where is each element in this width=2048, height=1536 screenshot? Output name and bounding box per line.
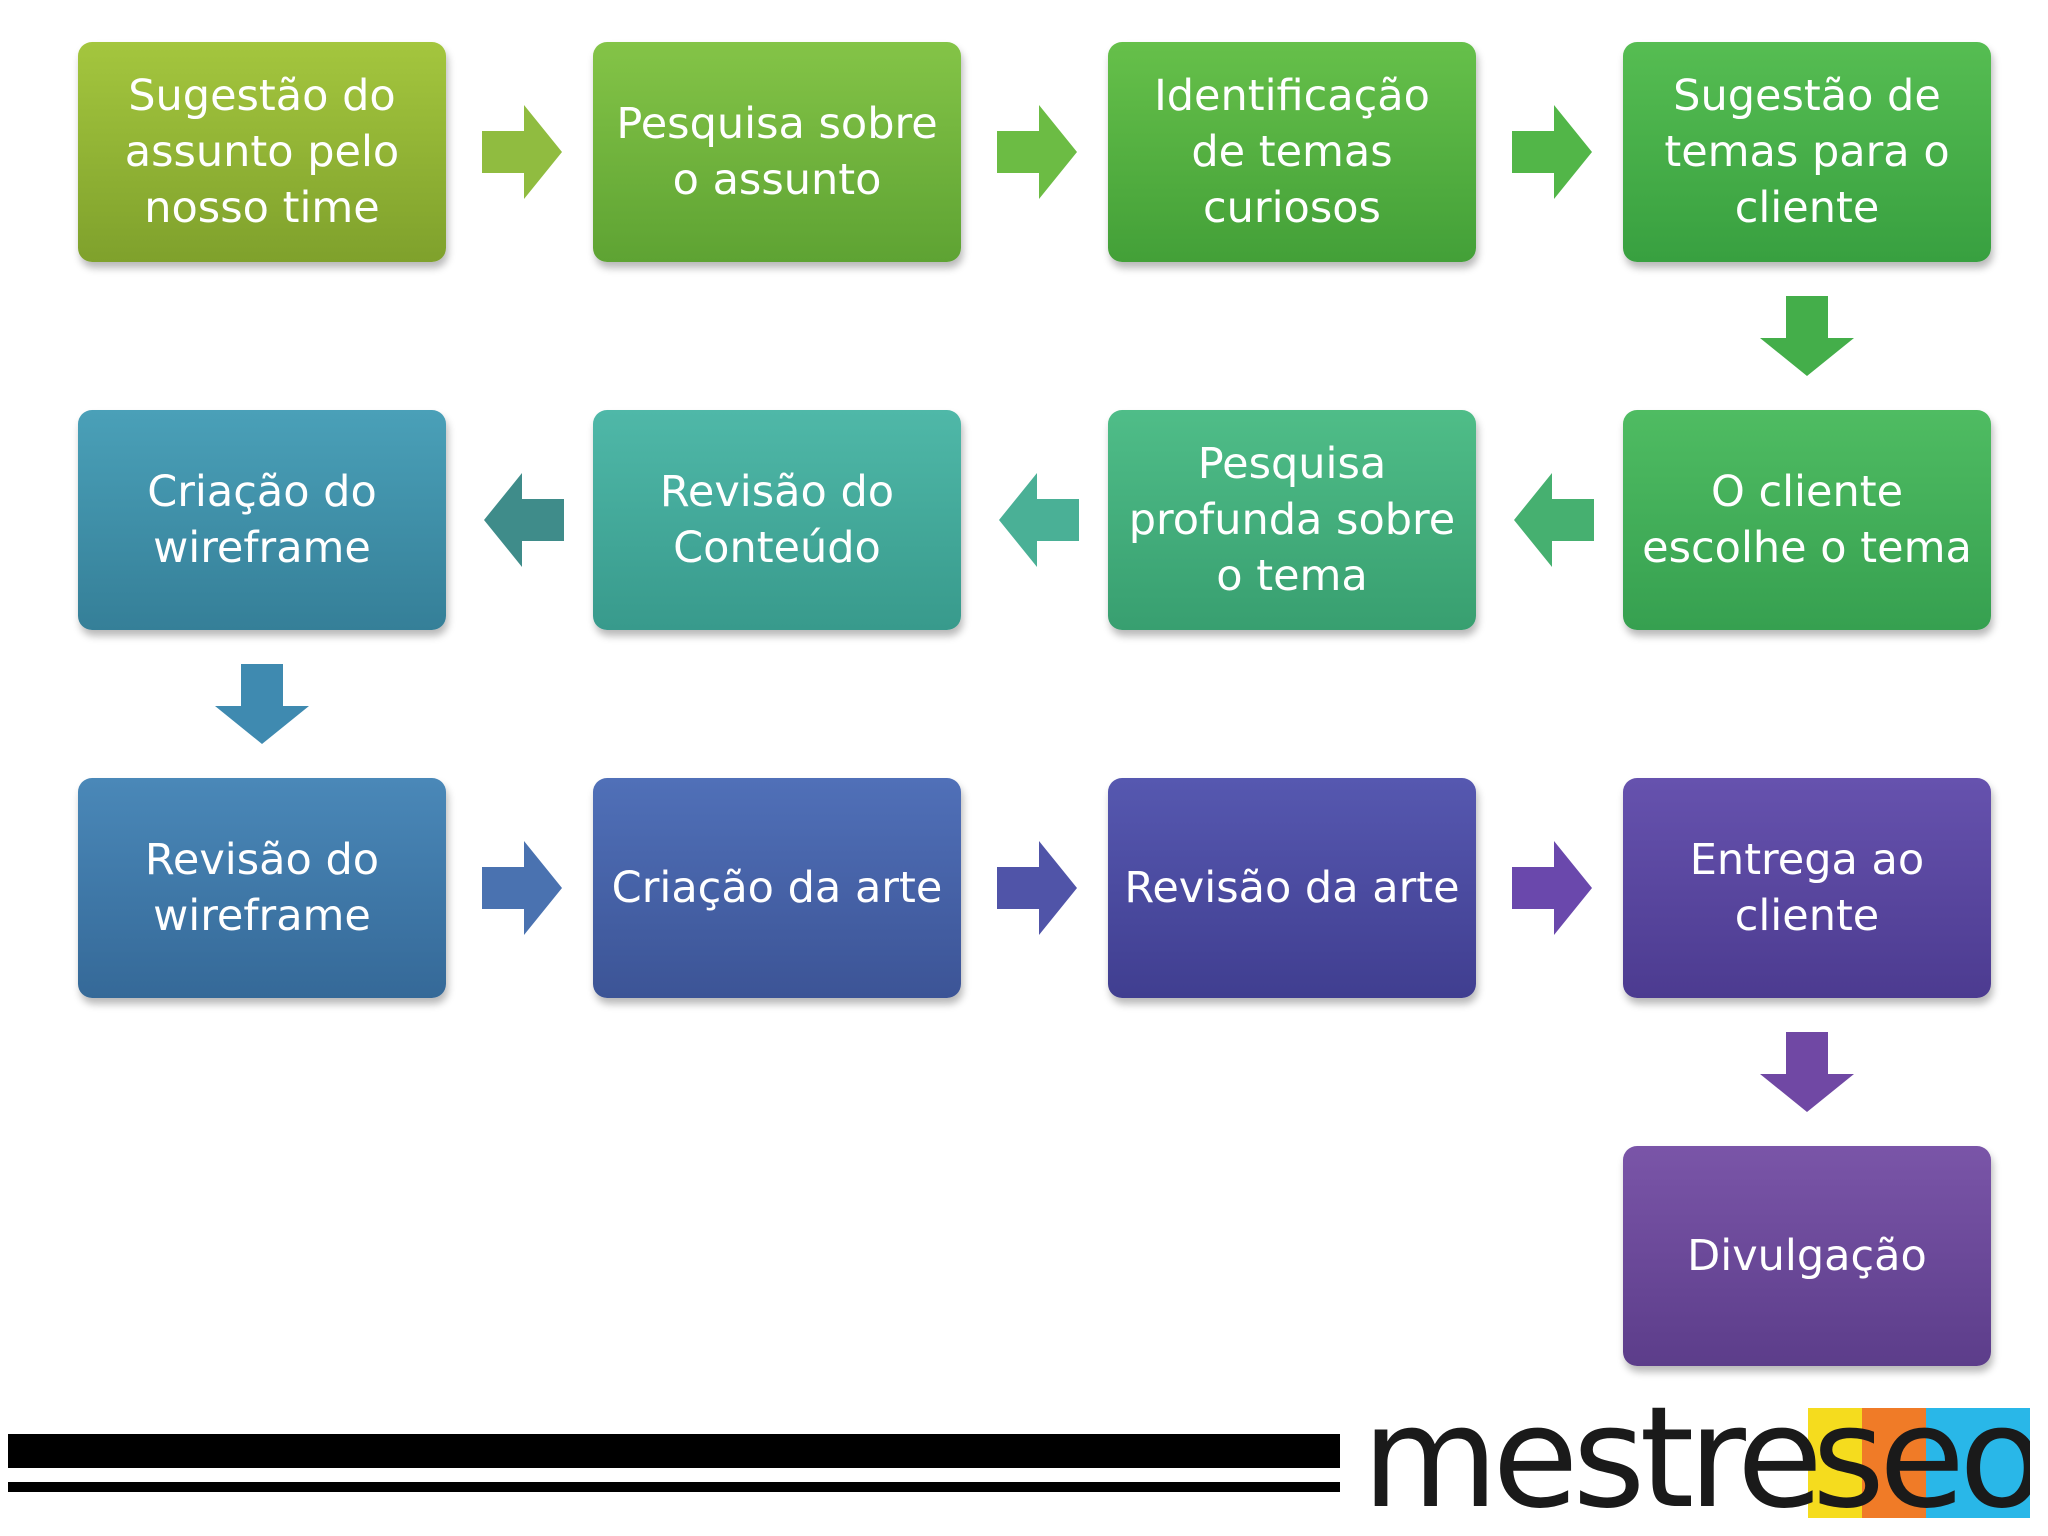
arrow-3-to-4-icon <box>1511 105 1592 199</box>
arrow-11-to-12-icon <box>1511 841 1592 935</box>
step-box: Sugestão do assunto pelo nosso time <box>78 42 446 262</box>
step-box: Identificação de temas curiosos <box>1108 42 1476 262</box>
arrow-8-to-9-icon <box>215 664 309 744</box>
step-box: Divulgação <box>1623 1146 1991 1366</box>
arrow-10-to-11-icon <box>996 841 1077 935</box>
step-box: Pesquisa sobre o assunto <box>593 42 961 262</box>
step-box: Revisão da arte <box>1108 778 1476 998</box>
arrow-7-to-8-icon <box>483 473 564 567</box>
svg-text:seo: seo <box>1812 1378 2030 1528</box>
footer-rule-thin <box>8 1482 1340 1492</box>
arrow-1-to-2-icon <box>481 105 562 199</box>
svg-text:mestre: mestre <box>1362 1378 1817 1528</box>
footer-rule-thick <box>8 1434 1340 1468</box>
step-box: Criação da arte <box>593 778 961 998</box>
step-box: Revisão do wireframe <box>78 778 446 998</box>
arrow-12-to-13-icon <box>1760 1032 1854 1112</box>
arrow-2-to-3-icon <box>996 105 1077 199</box>
step-box: Criação do wireframe <box>78 410 446 630</box>
step-box: O cliente escolhe o tema <box>1623 410 1991 630</box>
arrow-9-to-10-icon <box>481 841 562 935</box>
arrow-5-to-6-icon <box>1513 473 1594 567</box>
arrow-6-to-7-icon <box>998 473 1079 567</box>
mestreseo-logo: mestre seo <box>1360 1378 2030 1528</box>
step-box: Pesquisa profunda sobre o tema <box>1108 410 1476 630</box>
step-box: Revisão do Conteúdo <box>593 410 961 630</box>
step-box: Entrega ao cliente <box>1623 778 1991 998</box>
arrow-4-to-5-icon <box>1760 296 1854 376</box>
step-box: Sugestão de temas para o cliente <box>1623 42 1991 262</box>
